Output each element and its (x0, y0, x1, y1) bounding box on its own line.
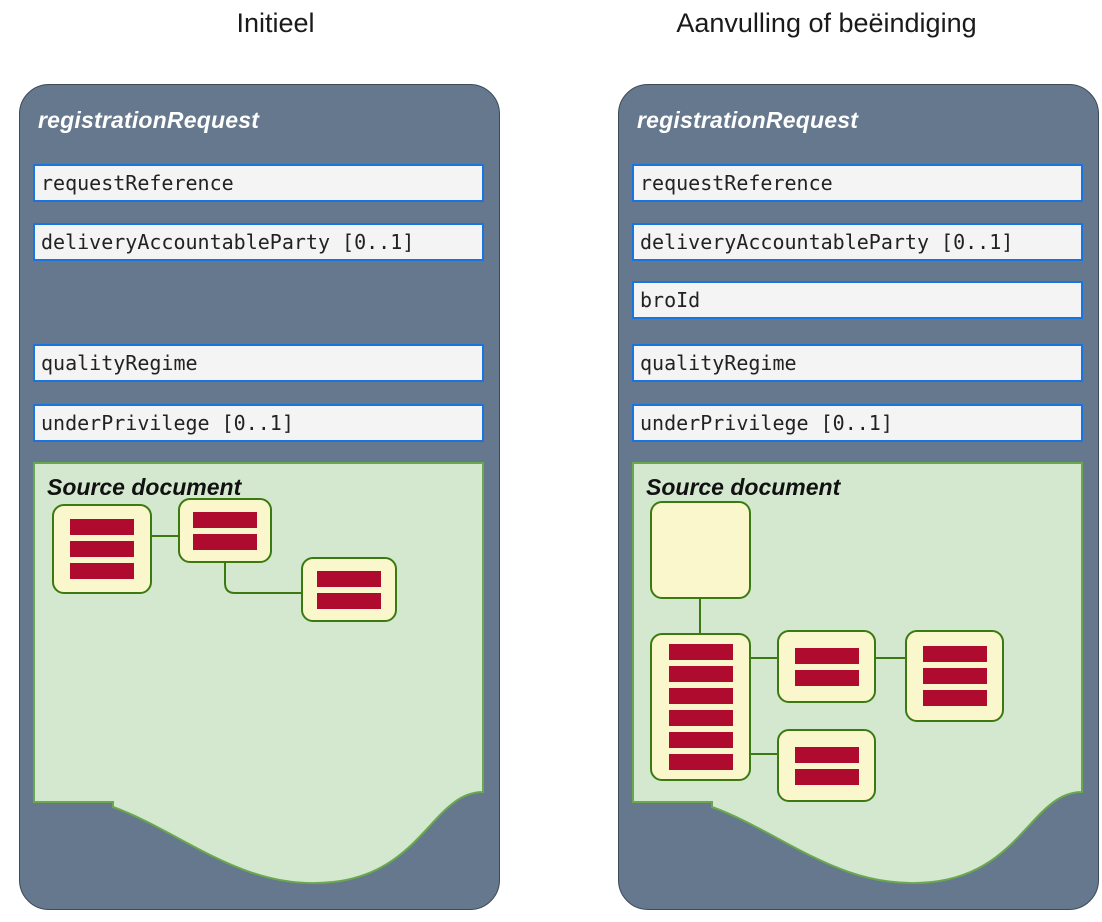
source-document-region-initieel: Source document (33, 462, 484, 909)
field-quality-regime[interactable]: qualityRegime (33, 344, 484, 382)
field-request-reference[interactable]: requestReference (632, 164, 1083, 202)
node-bar (668, 754, 733, 770)
column-title-aanvulling-of-beeindiging: Aanvulling of beëindiging (676, 8, 977, 38)
diagram-node-lower[interactable] (777, 729, 876, 802)
node-bar (193, 511, 257, 528)
node-bar (922, 668, 987, 684)
node-bar (794, 768, 859, 785)
node-bar (668, 710, 733, 726)
diagram-node-main[interactable] (650, 633, 751, 781)
diagram-node-a[interactable] (52, 504, 152, 594)
node-bar (794, 669, 859, 686)
registration-request-card-initieel: registrationRequest requestReference del… (19, 84, 500, 910)
diagram-node-b[interactable] (178, 498, 272, 563)
diagram-node-right[interactable] (905, 630, 1004, 722)
node-bar (922, 690, 987, 706)
registration-request-card-aanvulling: registrationRequest requestReference del… (618, 84, 1099, 910)
field-delivery-accountable-party[interactable]: deliveryAccountableParty [0..1] (33, 223, 484, 261)
diagram-node-c[interactable] (301, 557, 397, 622)
source-document-region-aanvulling: Source document (632, 462, 1083, 909)
field-delivery-accountable-party[interactable]: deliveryAccountableParty [0..1] (632, 223, 1083, 261)
source-document-title: Source document (646, 474, 841, 500)
node-bar (317, 570, 381, 587)
field-under-privilege[interactable]: underPrivilege [0..1] (33, 404, 484, 442)
node-bar (193, 533, 257, 550)
node-bar (668, 644, 733, 660)
card-title-registration-request: registrationRequest (38, 107, 260, 133)
field-under-privilege[interactable]: underPrivilege [0..1] (632, 404, 1083, 442)
node-bar (922, 646, 987, 662)
panel-aanvulling-of-beeindiging: Aanvulling of beëindiging registrationRe… (551, 0, 1102, 922)
diagram-node-mid[interactable] (777, 630, 876, 703)
source-document-title: Source document (47, 474, 242, 500)
node-bar (70, 519, 134, 535)
node-bar (668, 688, 733, 704)
diagram-connectors-aanvulling (699, 599, 905, 755)
node-bar (668, 666, 733, 682)
card-title-registration-request: registrationRequest (637, 107, 859, 133)
node-bar (70, 541, 134, 557)
field-quality-regime[interactable]: qualityRegime (632, 344, 1083, 382)
field-bro-id[interactable]: broId (632, 281, 1083, 319)
panel-initieel: Initieel registrationRequest requestRefe… (19, 8, 500, 910)
diagram-node-root[interactable] (650, 501, 751, 599)
field-request-reference[interactable]: requestReference (33, 164, 484, 202)
node-bar (668, 732, 733, 748)
diagram-connectors-initieel (152, 535, 301, 594)
node-bar (317, 592, 381, 609)
node-bar (794, 647, 859, 664)
node-bar (70, 563, 134, 579)
node-bar (794, 746, 859, 763)
column-title-initieel: Initieel (236, 8, 315, 38)
